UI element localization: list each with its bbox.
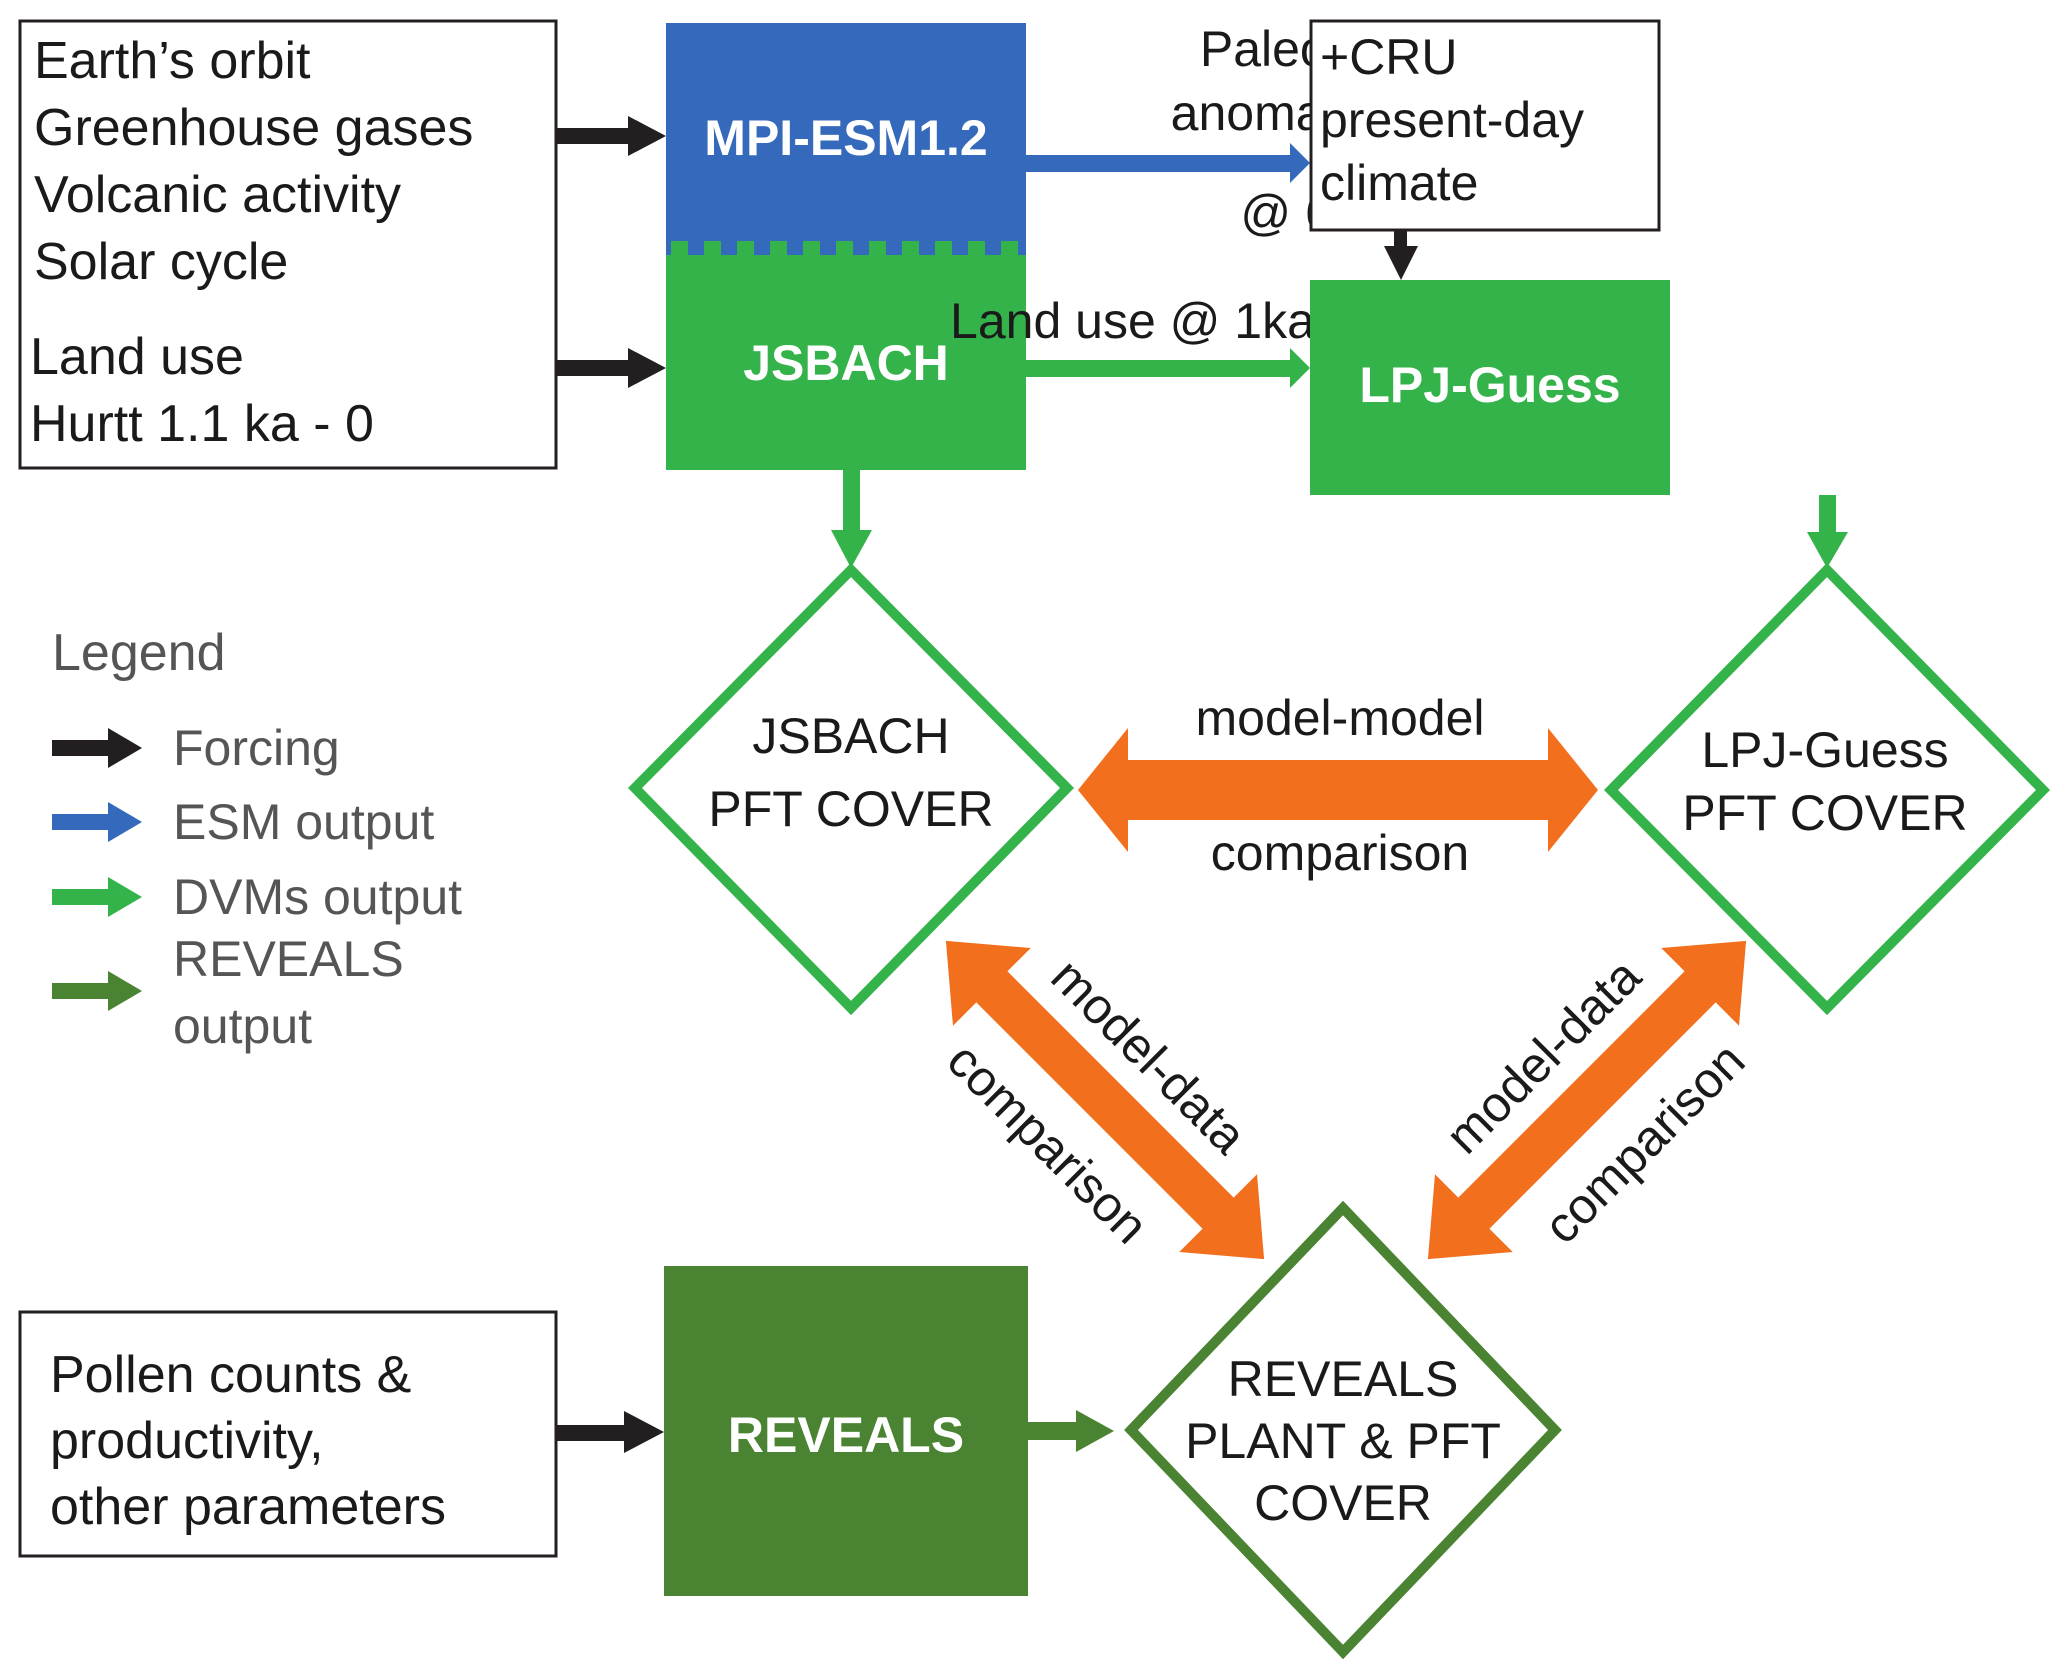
model-model-comparison-arrow bbox=[1078, 728, 1598, 852]
legend-arrow-icon bbox=[52, 877, 142, 917]
legend-title: Legend bbox=[52, 624, 226, 682]
interlock-tooth bbox=[737, 241, 754, 256]
esm-block: MPI-ESM1.2 bbox=[666, 23, 1026, 255]
forcing-box: Earth’s orbit Greenhouse gases Volcanic … bbox=[18, 19, 558, 470]
interlock-tooth bbox=[935, 241, 952, 256]
interlock-tooth bbox=[704, 241, 721, 256]
legend-label: Forcing bbox=[173, 720, 340, 776]
reveals-output-arrow bbox=[1028, 1410, 1114, 1452]
model-data-comparison-arrow-left: model-data comparison bbox=[937, 940, 1265, 1260]
legend-label: REVEALS bbox=[173, 931, 404, 987]
legend-arrow-icon bbox=[52, 971, 142, 1011]
land-use-arrow bbox=[1026, 348, 1310, 388]
pollen-forcing-arrow bbox=[556, 1411, 664, 1453]
legend-arrow-icon bbox=[52, 728, 142, 768]
lpj-cover-line2: PFT COVER bbox=[1682, 785, 1967, 841]
legend-arrow-icon bbox=[52, 802, 142, 842]
legend-label: ESM output bbox=[173, 794, 434, 850]
cru-line1: +CRU bbox=[1320, 29, 1458, 85]
legend-item: REVEALS output bbox=[52, 931, 404, 1054]
jsbach-pft-cover-diamond: JSBACH PFT COVER bbox=[627, 562, 1075, 1016]
forcing-line-volcanic: Volcanic activity bbox=[34, 166, 401, 224]
legend-label: DVMs output bbox=[173, 869, 462, 925]
pollen-line3: other parameters bbox=[50, 1478, 446, 1536]
legend-item: DVMs output bbox=[52, 869, 462, 925]
reveals-cover-diamond: REVEALS PLANT & PFT COVER bbox=[1124, 1200, 1562, 1660]
jsbach-cover-line2: PFT COVER bbox=[708, 781, 993, 837]
lpj-label: LPJ-Guess bbox=[1359, 357, 1620, 413]
legend-label-line2: output bbox=[173, 998, 312, 1054]
interlock-tooth bbox=[1001, 241, 1018, 256]
lpj-output-arrow bbox=[1807, 495, 1848, 568]
pollen-line1: Pollen counts & bbox=[50, 1346, 411, 1404]
reveals-cover-line2: PLANT & PFT bbox=[1185, 1413, 1501, 1469]
reveals-cover-line3: COVER bbox=[1254, 1475, 1432, 1531]
forcing-arrow-to-jsbach bbox=[556, 348, 666, 388]
forcing-line-ghg: Greenhouse gases bbox=[34, 99, 473, 157]
interlock-tooth bbox=[770, 241, 787, 256]
lpj-pft-cover-diamond: LPJ-Guess PFT COVER bbox=[1603, 562, 2051, 1016]
model-data-comparison-arrow-right: model-data comparison bbox=[1427, 940, 1755, 1260]
forcing-line-solar: Solar cycle bbox=[34, 233, 288, 291]
interlock-tooth bbox=[836, 241, 853, 256]
jsbach-block: JSBACH bbox=[666, 241, 1026, 470]
interlock-tooth bbox=[902, 241, 919, 256]
forcing-line-landuse: Land use bbox=[30, 328, 244, 386]
model-model-label-line1: model-model bbox=[1195, 690, 1484, 746]
reveals-label: REVEALS bbox=[728, 1407, 964, 1463]
esm-output-arrow bbox=[1026, 143, 1310, 183]
legend-item: Forcing bbox=[52, 720, 340, 776]
interlock-tooth bbox=[968, 241, 985, 256]
cru-forcing-arrow bbox=[1384, 230, 1418, 280]
legend-item: ESM output bbox=[52, 794, 434, 850]
model-model-label-line2: comparison bbox=[1211, 825, 1469, 881]
pollen-line2: productivity, bbox=[50, 1412, 324, 1470]
forcing-line-hurtt: Hurtt 1.1 ka - 0 bbox=[30, 395, 374, 453]
forcing-arrow-to-esm bbox=[556, 116, 666, 156]
lpj-block: LPJ-Guess bbox=[1310, 280, 1670, 495]
interlock-tooth bbox=[803, 241, 820, 256]
reveals-cover-line1: REVEALS bbox=[1228, 1351, 1459, 1407]
jsbach-label: JSBACH bbox=[743, 335, 949, 391]
cru-line2: present-day bbox=[1320, 92, 1584, 148]
jsbach-cover-line1: JSBACH bbox=[752, 708, 949, 764]
cru-box: +CRU present-day climate bbox=[1309, 19, 1661, 232]
jsbach-output-arrow bbox=[831, 470, 872, 568]
reveals-block: REVEALS bbox=[664, 1266, 1028, 1596]
interlock-tooth bbox=[671, 241, 688, 256]
forcing-line-orbit: Earth’s orbit bbox=[34, 32, 311, 90]
pollen-box: Pollen counts & productivity, other para… bbox=[18, 1310, 558, 1558]
lpj-cover-line1: LPJ-Guess bbox=[1701, 722, 1948, 778]
cru-line3: climate bbox=[1320, 155, 1478, 211]
esm-label: MPI-ESM1.2 bbox=[704, 110, 987, 166]
interlock-tooth bbox=[869, 241, 886, 256]
block-interlock-teeth bbox=[671, 241, 1018, 256]
